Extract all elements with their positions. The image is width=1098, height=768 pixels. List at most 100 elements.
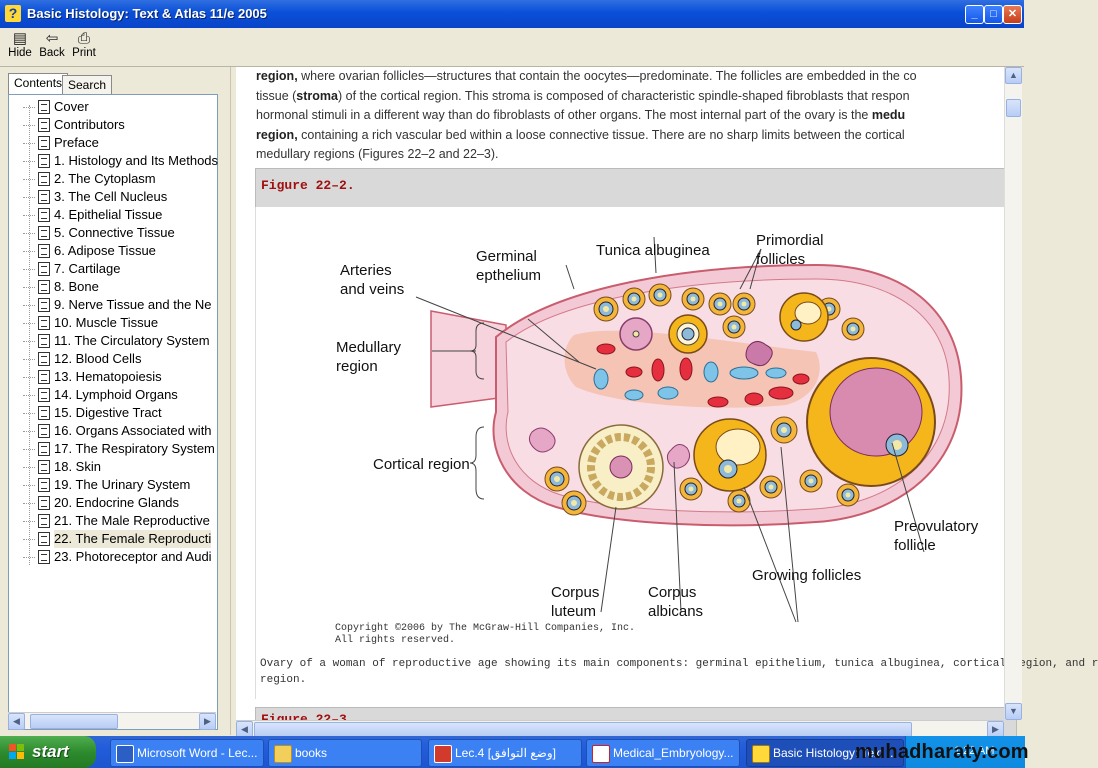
antrum (794, 301, 822, 325)
document-page-icon (38, 118, 50, 132)
tree-item-label: 19. The Urinary System (54, 477, 191, 492)
tree-item[interactable]: Contributors (9, 116, 217, 134)
tree-item[interactable]: 4. Epithelial Tissue (9, 206, 217, 224)
scroll-left-icon[interactable]: ◀ (236, 721, 253, 738)
tree-item[interactable]: 18. Skin (9, 458, 217, 476)
scroll-thumb[interactable] (1006, 99, 1021, 117)
print-button[interactable]: ⎙ Print (70, 30, 98, 59)
taskbar-item-word[interactable]: Microsoft Word - Lec... (110, 739, 264, 767)
label-cortical-region: Cortical region (373, 456, 470, 473)
content-vertical-scrollbar[interactable]: ▲ ▼ (1004, 67, 1022, 720)
tab-search[interactable]: Search (62, 75, 113, 94)
tree-item[interactable]: 16. Organs Associated with (9, 422, 217, 440)
corpus-luteum-core (609, 455, 633, 479)
tree-item-label: 22. The Female Reproducti (54, 530, 212, 548)
tree-item[interactable]: Cover (9, 98, 217, 116)
tree-connector (23, 413, 35, 414)
nucleus (892, 440, 902, 450)
taskbar: start Microsoft Word - Lec... books Lec.… (0, 736, 1025, 768)
hide-button[interactable]: ▤ Hide (7, 30, 33, 59)
tree-item[interactable]: 9. Nerve Tissue and the Ne (9, 296, 217, 314)
tree-item[interactable]: 7. Cartilage (9, 260, 217, 278)
tree-item[interactable]: 8. Bone (9, 278, 217, 296)
document-page-icon (38, 190, 50, 204)
tree-item[interactable]: 14. Lymphoid Organs (9, 386, 217, 404)
system-tray: 1:22 AM (905, 736, 1025, 768)
taskbar-item-lec4[interactable]: Lec.4 [وضع التوافق] (428, 739, 582, 767)
vessel (624, 389, 644, 401)
oocyte (790, 319, 802, 331)
minimize-button[interactable]: _ (965, 5, 984, 24)
tree-connector (23, 323, 35, 324)
print-label: Print (72, 47, 96, 59)
close-button[interactable]: ✕ (1003, 5, 1022, 24)
tree-item[interactable]: 13. Hematopoiesis (9, 368, 217, 386)
tree-item[interactable]: 1. Histology and Its Methods (9, 152, 218, 170)
tree-item[interactable]: 20. Endocrine Glands (9, 494, 217, 512)
tree-connector (23, 431, 35, 432)
tree-connector (23, 395, 35, 396)
copyright-line: All rights reserved. (335, 635, 456, 646)
taskbar-item-books[interactable]: books (268, 739, 422, 767)
help-book-icon: ? (5, 5, 21, 22)
corpus-albicans (745, 341, 773, 367)
vessel (651, 358, 665, 382)
document-page-icon (38, 136, 50, 150)
copyright-line: Copyright ©2006 by The McGraw-Hill Compa… (335, 623, 636, 634)
tree-item[interactable]: 10. Muscle Tissue (9, 314, 217, 332)
tree-item[interactable]: 11. The Circulatory System (9, 332, 217, 350)
tree-item[interactable]: 6. Adipose Tissue (9, 242, 217, 260)
scroll-left-icon[interactable]: ◀ (8, 713, 25, 730)
pane-splitter[interactable] (230, 67, 236, 735)
tree-connector (23, 161, 35, 162)
text-run: hormonal stimuli in a different way than… (256, 108, 872, 122)
tree-connector (23, 251, 35, 252)
word-icon (116, 745, 134, 763)
tab-contents[interactable]: Contents (8, 73, 69, 94)
leader-lines (415, 236, 925, 623)
paragraph-line: tissue (stroma) of the cortical region. … (256, 87, 1016, 107)
tree-item[interactable]: 3. The Cell Nucleus (9, 188, 217, 206)
tree-item[interactable]: 15. Digestive Tract (9, 404, 217, 422)
tree-item[interactable]: Preface (9, 134, 217, 152)
tree-item[interactable]: 21. The Male Reproductive (9, 512, 217, 530)
maximize-button[interactable]: □ (984, 5, 1003, 24)
tree-item[interactable]: 23. Photoreceptor and Audi (9, 548, 217, 566)
document-page-icon (38, 298, 50, 312)
scroll-up-icon[interactable]: ▲ (1005, 67, 1022, 84)
task-label: books (295, 746, 328, 760)
taskbar-item-embryology[interactable]: Medical_Embryology... (586, 739, 740, 767)
tree-item[interactable]: 22. The Female Reproducti (9, 530, 217, 548)
start-button[interactable]: start (0, 736, 96, 768)
scroll-right-icon[interactable]: ▶ (199, 713, 216, 730)
taskbar-item-histology[interactable]: Basic Histology: Text ... (746, 739, 904, 767)
tree-item-label: 13. Hematopoiesis (54, 369, 162, 384)
tree-item[interactable]: 5. Connective Tissue (9, 224, 217, 242)
nav-horizontal-scrollbar[interactable]: ◀ ▶ (8, 712, 216, 730)
back-arrow-icon: ⇦ (45, 30, 59, 47)
tree-item[interactable]: 2. The Cytoplasm (9, 170, 217, 188)
window-title-bar[interactable]: ? Basic Histology: Text & Atlas 11/e 200… (0, 0, 1024, 28)
figure-title: Figure 22–2. (261, 178, 355, 193)
tree-item[interactable]: 12. Blood Cells (9, 350, 217, 368)
document-page-icon (38, 532, 50, 546)
document-page-icon (38, 406, 50, 420)
scroll-thumb[interactable] (254, 722, 912, 737)
scroll-thumb[interactable] (30, 714, 118, 729)
tree-connector (23, 287, 35, 288)
tree-item[interactable]: 19. The Urinary System (9, 476, 217, 494)
scroll-down-icon[interactable]: ▼ (1005, 703, 1022, 720)
corpus-luteum-cells (587, 433, 655, 501)
tree-item[interactable]: 17. The Respiratory System (9, 440, 217, 458)
tree-connector (23, 107, 35, 108)
corpus-albicans (528, 427, 556, 453)
caption-line: region. (260, 674, 307, 686)
content-horizontal-scrollbar[interactable]: ◀ ▶ (236, 720, 1004, 738)
tree-connector (23, 305, 35, 306)
oocyte (632, 330, 640, 338)
back-button[interactable]: ⇦ Back (38, 30, 66, 59)
